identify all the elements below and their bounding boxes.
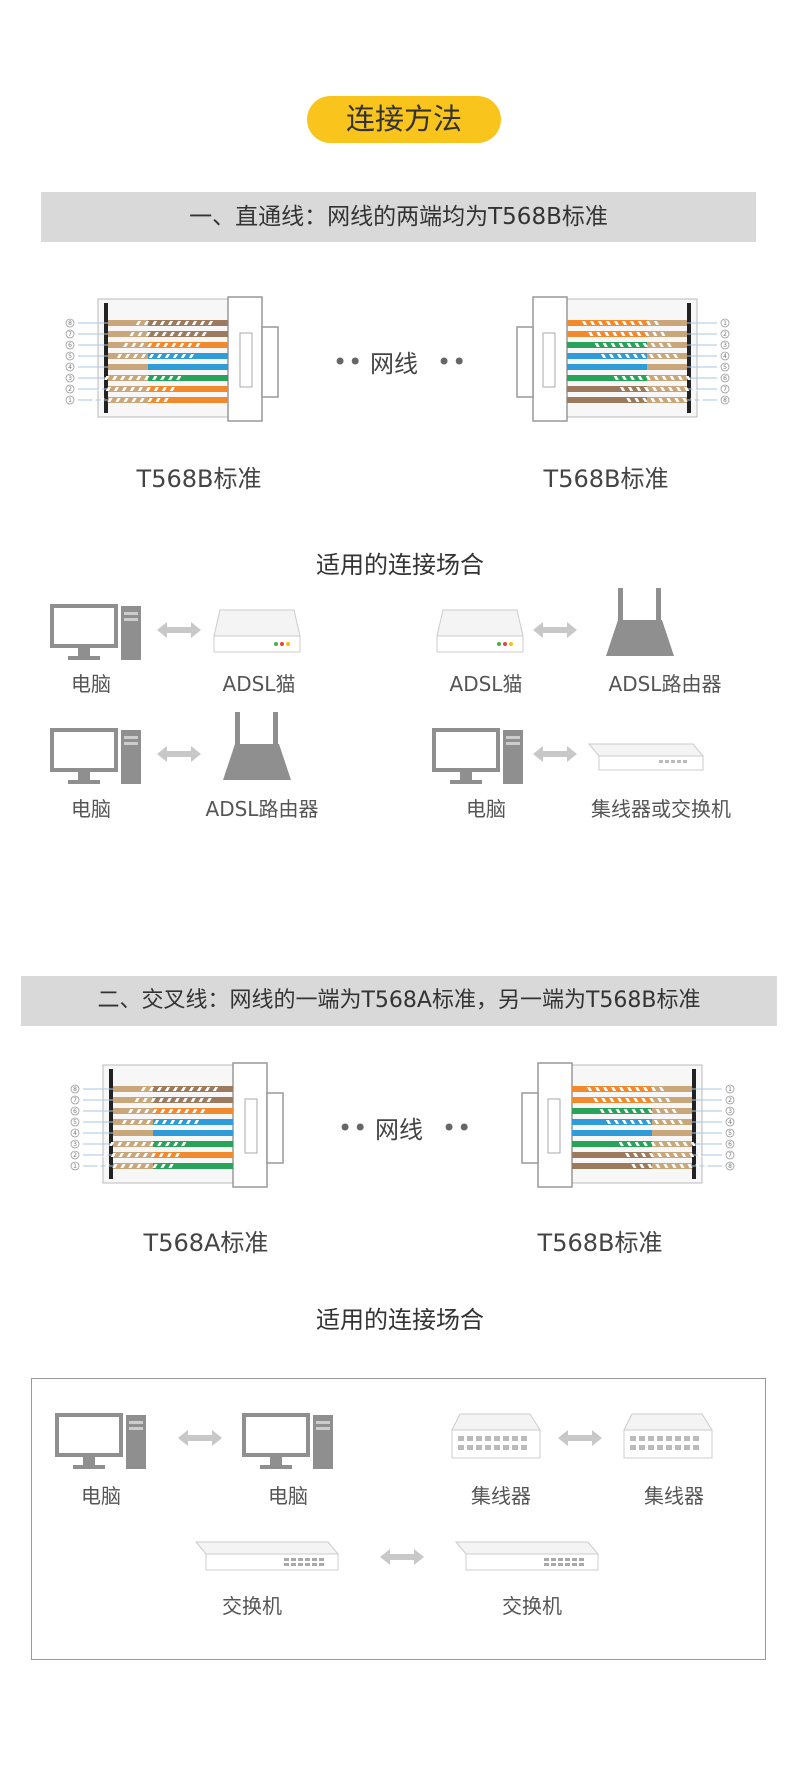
switch-icon [454, 1541, 600, 1571]
computer-icon [55, 1413, 146, 1469]
hub-icon [623, 1413, 713, 1459]
device-label: 集线器 [471, 1484, 531, 1508]
device-label: 电脑 [81, 1484, 121, 1508]
device-label: 电脑 [466, 797, 506, 821]
router-icon [223, 712, 291, 780]
svg-text:4: 4 [68, 364, 72, 371]
svg-text:2: 2 [73, 1152, 77, 1159]
section1-heading: 一、直通线：网线的两端均为T568B标准 [41, 192, 756, 242]
svg-text:7: 7 [728, 1152, 732, 1159]
right-standard-label: T568B标准 [543, 465, 669, 493]
svg-text:1: 1 [73, 1163, 77, 1170]
svg-text:5: 5 [73, 1119, 77, 1126]
svg-text:1: 1 [723, 320, 727, 327]
svg-text:7: 7 [73, 1097, 77, 1104]
device-label: 集线器或交换机 [591, 797, 731, 821]
svg-text:3: 3 [73, 1141, 77, 1148]
svg-text:8: 8 [723, 397, 727, 404]
double-arrow-icon [157, 622, 201, 638]
hub-icon [451, 1413, 541, 1459]
svg-text:3: 3 [723, 342, 727, 349]
device-label: 交换机 [502, 1594, 562, 1618]
rj45-connector-icon: 8 7 6 5 4 3 2 1 [70, 1062, 284, 1188]
device-label: 交换机 [222, 1594, 282, 1618]
section2-heading: 二、交叉线：网线的一端为T568A标准，另一端为T568B标准 [21, 976, 777, 1026]
modem-icon [213, 609, 301, 653]
left-standard-label: T568B标准 [136, 465, 262, 493]
rj45-connector-icon: 1 2 3 4 5 6 7 8 [521, 1062, 735, 1188]
double-arrow-icon [157, 746, 201, 762]
svg-text:8: 8 [728, 1163, 732, 1170]
double-arrow-icon [178, 1430, 222, 1446]
svg-text:5: 5 [723, 364, 727, 371]
computer-icon [50, 728, 141, 784]
svg-text:6: 6 [68, 342, 72, 349]
device-label: 电脑 [268, 1484, 308, 1508]
svg-text:4: 4 [723, 353, 727, 360]
double-arrow-icon [533, 622, 577, 638]
svg-text:4: 4 [728, 1119, 732, 1126]
scenario-title: 适用的连接场合 [316, 551, 484, 579]
svg-text:5: 5 [728, 1130, 732, 1137]
cable-dots-right: •• [437, 348, 468, 376]
svg-text:5: 5 [68, 353, 72, 360]
svg-text:4: 4 [73, 1130, 77, 1137]
device-label: 集线器 [644, 1484, 704, 1508]
rj45-connector-icon: 8 7 6 5 4 3 2 1 [65, 296, 279, 422]
left-standard-label: T568A标准 [143, 1229, 269, 1257]
switch-icon [587, 743, 705, 771]
svg-text:1: 1 [68, 397, 72, 404]
double-arrow-icon [380, 1549, 424, 1565]
device-label: ADSL猫 [449, 672, 523, 696]
svg-text:2: 2 [723, 331, 727, 338]
computer-icon [432, 728, 523, 784]
svg-text:7: 7 [68, 331, 72, 338]
router-icon [606, 588, 674, 656]
svg-text:8: 8 [68, 320, 72, 327]
right-standard-label: T568B标准 [537, 1229, 663, 1257]
svg-text:3: 3 [68, 375, 72, 382]
device-label: ADSL猫 [222, 672, 296, 696]
cable-dots-left: •• [338, 1114, 369, 1142]
svg-text:7: 7 [723, 386, 727, 393]
device-label: 电脑 [71, 672, 111, 696]
device-label: ADSL路由器 [608, 672, 722, 696]
cable-dots-left: •• [333, 348, 364, 376]
rj45-connector-icon: 1 2 3 4 5 6 7 8 [516, 296, 730, 422]
modem-icon [436, 609, 524, 653]
scenario-title: 适用的连接场合 [316, 1306, 484, 1334]
scenario-box [31, 1378, 766, 1660]
device-label: ADSL路由器 [205, 797, 319, 821]
computer-icon [50, 604, 141, 660]
double-arrow-icon [558, 1430, 602, 1446]
cable-label: 网线 [370, 350, 418, 378]
page-title: 连接方法 [307, 96, 501, 143]
svg-text:6: 6 [728, 1141, 732, 1148]
double-arrow-icon [533, 746, 577, 762]
cable-dots-right: •• [442, 1114, 473, 1142]
switch-icon [194, 1541, 340, 1571]
svg-text:6: 6 [723, 375, 727, 382]
computer-icon [242, 1413, 333, 1469]
svg-text:2: 2 [68, 386, 72, 393]
device-label: 电脑 [71, 797, 111, 821]
svg-text:2: 2 [728, 1097, 732, 1104]
svg-text:3: 3 [728, 1108, 732, 1115]
svg-text:1: 1 [728, 1086, 732, 1093]
cable-label: 网线 [375, 1116, 423, 1144]
svg-text:8: 8 [73, 1086, 77, 1093]
svg-text:6: 6 [73, 1108, 77, 1115]
